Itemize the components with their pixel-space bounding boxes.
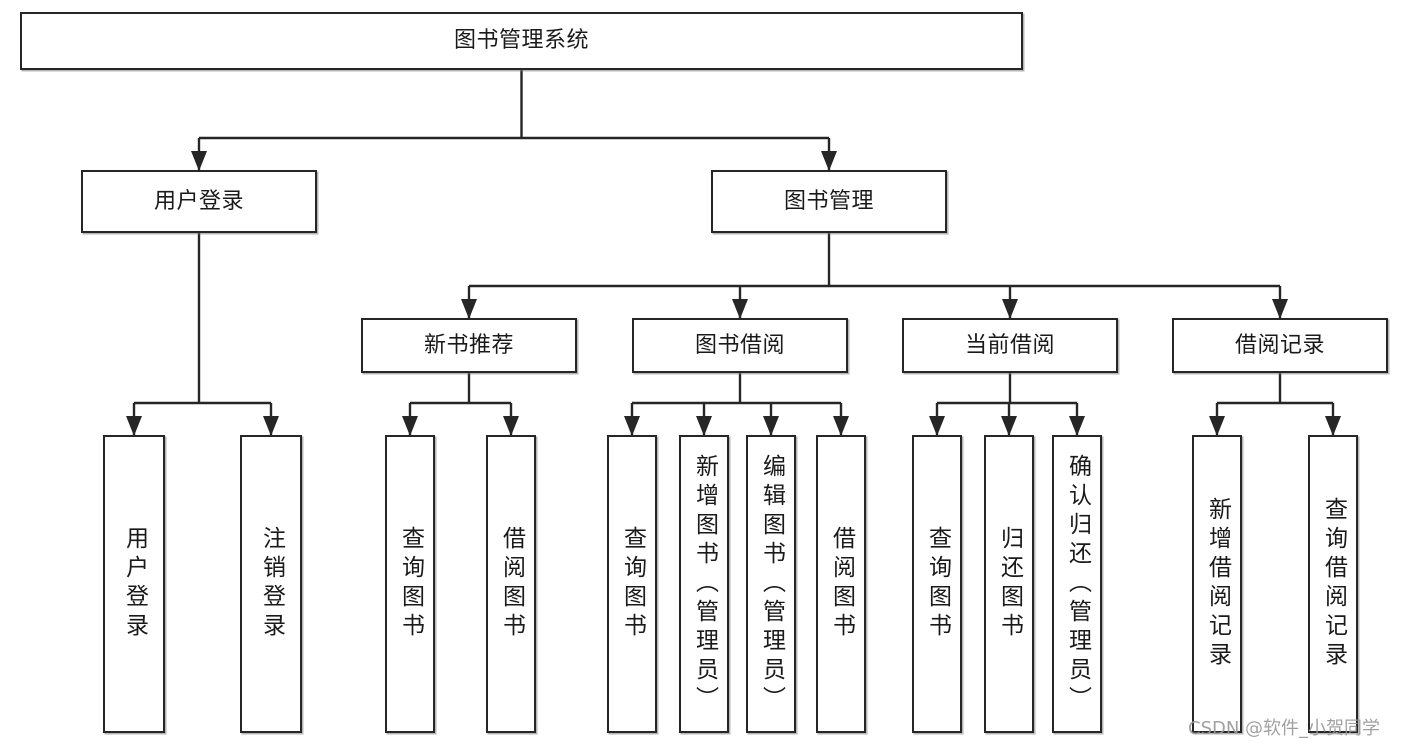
arrowhead-book-borrow-to-leaf-query-book-2 — [624, 416, 640, 436]
node-book-borrow[interactable]: 图书借阅 — [632, 318, 848, 373]
arrowhead-borrow-record-to-leaf-add-record — [1209, 416, 1225, 436]
arrowhead-book-manage-to-current-borrow — [1002, 299, 1018, 319]
node-leaf-query-record[interactable]: 查询借阅记录 — [1308, 435, 1358, 733]
arrowhead-book-manage-to-book-borrow — [732, 299, 748, 319]
arrowhead-book-borrow-to-leaf-borrow-book-2 — [833, 416, 849, 436]
node-leaf-query-book-2[interactable]: 查询图书 — [607, 435, 657, 733]
node-label-leaf-query-book-1: 查询图书 — [397, 526, 424, 642]
node-label-leaf-query-book-3: 查询图书 — [924, 526, 951, 642]
node-label-leaf-borrow-book-2: 借阅图书 — [828, 526, 855, 642]
node-label-book-manage: 图书管理 — [783, 188, 874, 214]
arrowhead-book-borrow-to-leaf-add-book — [696, 416, 712, 436]
node-label-leaf-query-book-2: 查询图书 — [619, 526, 646, 642]
node-label-leaf-user-login: 用户登录 — [121, 526, 148, 642]
node-label-leaf-query-record: 查询借阅记录 — [1320, 497, 1347, 671]
arrowhead-new-book-recommend-to-leaf-query-book-1 — [402, 416, 418, 436]
node-leaf-confirm-return[interactable]: 确认归还（管理员） — [1052, 435, 1102, 733]
arrowhead-root-to-user-login — [191, 151, 207, 171]
arrowhead-user-login-to-leaf-logout — [263, 416, 279, 436]
node-leaf-borrow-book-1[interactable]: 借阅图书 — [486, 435, 536, 733]
node-user-login[interactable]: 用户登录 — [81, 170, 317, 233]
node-root[interactable]: 图书管理系统 — [20, 12, 1023, 70]
arrowhead-book-borrow-to-leaf-edit-book — [763, 416, 779, 436]
node-label-leaf-add-book: 新增图书（管理员） — [691, 453, 718, 715]
arrowhead-current-borrow-to-leaf-return-book — [1001, 416, 1017, 436]
node-label-leaf-edit-book: 编辑图书（管理员） — [758, 453, 785, 715]
node-leaf-query-book-3[interactable]: 查询图书 — [912, 435, 962, 733]
node-book-manage[interactable]: 图书管理 — [711, 170, 947, 233]
arrowhead-root-to-book-manage — [821, 151, 837, 171]
node-leaf-user-login[interactable]: 用户登录 — [103, 435, 165, 733]
node-borrow-record[interactable]: 借阅记录 — [1172, 318, 1388, 373]
node-leaf-logout[interactable]: 注销登录 — [240, 435, 302, 733]
node-label-new-book-recommend: 新书推荐 — [423, 332, 514, 358]
node-leaf-add-record[interactable]: 新增借阅记录 — [1192, 435, 1242, 733]
watermark-text: CSDN @软件_小贺同学 — [1188, 718, 1381, 739]
node-label-book-borrow: 图书借阅 — [694, 332, 785, 358]
node-leaf-add-book[interactable]: 新增图书（管理员） — [679, 435, 729, 733]
arrowhead-borrow-record-to-leaf-query-record — [1325, 416, 1341, 436]
arrowhead-book-manage-to-new-book-recommend — [461, 299, 477, 319]
arrowhead-user-login-to-leaf-user-login — [126, 416, 142, 436]
node-label-leaf-borrow-book-1: 借阅图书 — [498, 526, 525, 642]
node-leaf-query-book-1[interactable]: 查询图书 — [385, 435, 435, 733]
node-label-leaf-add-record: 新增借阅记录 — [1204, 497, 1231, 671]
arrowhead-current-borrow-to-leaf-query-book-3 — [929, 416, 945, 436]
node-new-book-recommend[interactable]: 新书推荐 — [361, 318, 577, 373]
node-label-leaf-logout: 注销登录 — [258, 526, 285, 642]
node-leaf-edit-book[interactable]: 编辑图书（管理员） — [746, 435, 796, 733]
node-leaf-return-book[interactable]: 归还图书 — [984, 435, 1034, 733]
node-label-leaf-confirm-return: 确认归还（管理员） — [1064, 453, 1091, 715]
node-label-user-login: 用户登录 — [153, 188, 244, 214]
node-label-leaf-return-book: 归还图书 — [996, 526, 1023, 642]
node-leaf-borrow-book-2[interactable]: 借阅图书 — [816, 435, 866, 733]
arrowhead-book-manage-to-borrow-record — [1272, 299, 1288, 319]
node-current-borrow[interactable]: 当前借阅 — [902, 318, 1118, 373]
arrowhead-current-borrow-to-leaf-confirm-return — [1069, 416, 1085, 436]
arrowhead-new-book-recommend-to-leaf-borrow-book-1 — [503, 416, 519, 436]
node-label-borrow-record: 借阅记录 — [1234, 332, 1325, 358]
node-label-current-borrow: 当前借阅 — [964, 332, 1055, 358]
node-label-root: 图书管理系统 — [453, 28, 589, 54]
